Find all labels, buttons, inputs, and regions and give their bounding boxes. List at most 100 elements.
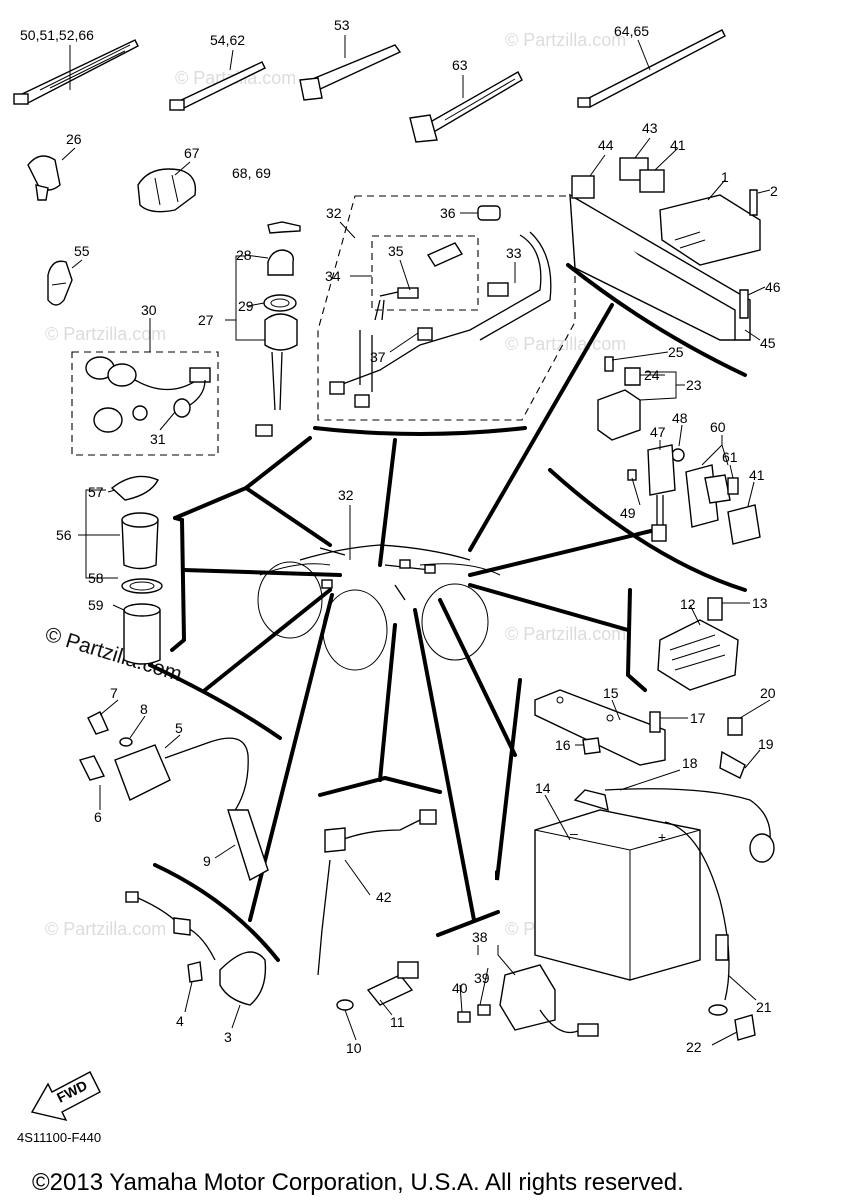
thermo-switch: [317, 809, 437, 976]
relay-41: [727, 504, 761, 545]
ecu-rack: [568, 157, 761, 341]
cable-tie-clamp-63: [409, 71, 523, 143]
callout-55: 55: [74, 243, 90, 259]
callout-54-62: 54,62: [210, 32, 245, 48]
callout-41-right: 41: [749, 467, 765, 483]
callout-45: 45: [760, 335, 776, 351]
callout-32-top: 32: [326, 205, 342, 221]
callout-58: 58: [88, 570, 104, 586]
callout-46: 46: [765, 279, 781, 295]
callout-34: 34: [325, 268, 341, 284]
clamp-67: [137, 168, 197, 213]
watermark-4: © Partzilla.com: [505, 334, 626, 354]
copyright-notice: ©2013 Yamaha Motor Corporation, U.S.A. A…: [32, 1169, 684, 1196]
callout-64-65: 64,65: [614, 23, 649, 39]
callout-53: 53: [334, 17, 350, 33]
callout-2: 2: [770, 183, 778, 199]
relay-47-48: [627, 444, 685, 542]
callout-36: 36: [440, 205, 456, 221]
callout-leaders: [61, 35, 771, 1046]
battery: – +: [534, 809, 701, 981]
ignition-key: [267, 221, 301, 234]
callout-60: 60: [710, 419, 726, 435]
callout-23: 23: [686, 377, 702, 393]
callout-24: 24: [644, 367, 660, 383]
pickup-coil: [125, 891, 267, 1006]
callout-27: 27: [198, 312, 214, 328]
callout-41-top: 41: [670, 137, 686, 153]
diagram-code: 4S11100-F440: [17, 1130, 101, 1145]
callout-26: 26: [66, 131, 82, 147]
callout-68-69: 68, 69: [232, 165, 271, 181]
callout-31: 31: [150, 431, 166, 447]
watermark-main: © Partzilla.com: [43, 623, 185, 686]
callout-57: 57: [88, 484, 104, 500]
callout-40: 40: [452, 980, 468, 996]
watermark-5: © Partzilla.com: [505, 624, 626, 644]
watermark-6: © Partzilla.com: [45, 919, 166, 939]
fwd-arrow-icon: FWD: [30, 1071, 101, 1122]
cable-tie-long-64: [577, 29, 726, 108]
callout-16: 16: [555, 737, 571, 753]
callout-56: 56: [56, 527, 72, 543]
callout-9: 9: [203, 853, 211, 869]
battery-minus-mark: –: [570, 825, 578, 841]
callout-14: 14: [535, 780, 551, 796]
callout-35: 35: [388, 243, 404, 259]
callout-4: 4: [176, 1013, 184, 1029]
callout-15: 15: [603, 685, 619, 701]
callout-25: 25: [668, 344, 684, 360]
battery-cables: [573, 788, 775, 1041]
rectifier-regulator: [657, 597, 739, 691]
cable-tie-long-50: [13, 39, 139, 105]
callout-67: 67: [184, 145, 200, 161]
callout-11: 11: [390, 1014, 405, 1030]
clip-55: [47, 260, 73, 306]
callout-33: 33: [506, 245, 522, 261]
callout-labels: 50,51,52,66 54,62 53 63 64,65 26 67 68, …: [20, 17, 781, 1056]
neutral-switch: [336, 961, 419, 1011]
ignition-coil: [78, 711, 269, 882]
callout-3: 3: [224, 1029, 232, 1045]
battery-plus-mark: +: [658, 829, 666, 845]
cable-tie-clamp-53: [299, 44, 402, 101]
callout-59: 59: [88, 597, 104, 613]
callout-28: 28: [236, 247, 252, 263]
callout-6: 6: [94, 809, 102, 825]
callout-5: 5: [175, 720, 183, 736]
callout-44: 44: [598, 137, 614, 153]
cable-tie-54: [169, 61, 266, 111]
starter-relay: [597, 356, 641, 441]
callout-63: 63: [452, 57, 468, 73]
callout-8: 8: [140, 701, 148, 717]
clamp-26: [27, 155, 61, 201]
accessory-socket: [110, 475, 163, 665]
callout-18: 18: [682, 755, 698, 771]
callout-17: 17: [690, 710, 706, 726]
watermark-1: © Partzilla.com: [505, 30, 626, 50]
battery-bracket: [534, 689, 746, 779]
callout-32-center: 32: [338, 487, 354, 503]
callout-49: 49: [620, 505, 636, 521]
watermark-3: © Partzilla.com: [45, 324, 166, 344]
callout-38: 38: [472, 929, 488, 945]
control-unit-38: [457, 964, 599, 1037]
main-switch: [255, 249, 298, 437]
callout-7: 7: [110, 685, 118, 701]
callout-1: 1: [721, 169, 729, 185]
callout-10: 10: [346, 1040, 362, 1056]
vehicle-outline: [257, 544, 501, 671]
callout-47: 47: [650, 424, 666, 440]
callout-20: 20: [760, 685, 776, 701]
callout-42: 42: [376, 889, 392, 905]
callout-13: 13: [752, 595, 768, 611]
callout-37: 37: [370, 349, 386, 365]
callout-61: 61: [722, 449, 738, 465]
callout-12: 12: [680, 596, 696, 612]
callout-19: 19: [758, 736, 774, 752]
callout-30: 30: [141, 302, 157, 318]
callout-29: 29: [238, 298, 254, 314]
callout-39: 39: [474, 970, 490, 986]
callout-22: 22: [686, 1039, 702, 1055]
